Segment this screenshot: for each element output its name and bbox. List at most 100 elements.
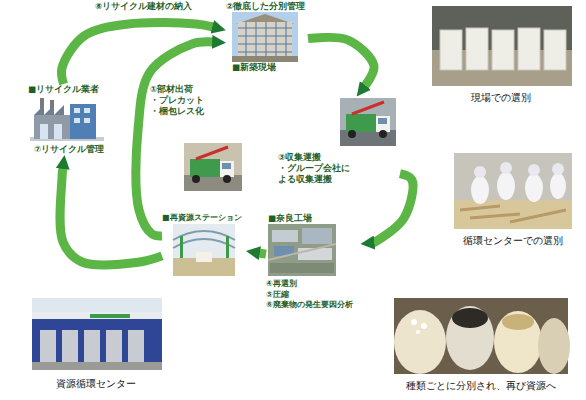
recycler-icon	[84, 118, 90, 123]
center-sorting-photo	[500, 162, 512, 174]
center-sorting-photo	[460, 206, 566, 222]
center-building-photo	[84, 330, 100, 362]
site-photo	[232, 12, 298, 62]
site-photo	[232, 56, 298, 62]
truck-photo	[352, 102, 384, 114]
step-label: ③収集運搬 ・グループ会社による収集運搬	[278, 152, 352, 185]
photo-slot	[266, 224, 361, 276]
photo-node: ■再資源ステーション	[162, 213, 246, 276]
step-label: ■リサイクル業者	[28, 84, 112, 95]
truck-photo	[192, 175, 200, 183]
step-label: ■奈良工場	[268, 213, 361, 224]
center-sorting-photo	[528, 164, 540, 176]
center-building-photo	[32, 312, 162, 362]
center-sorting-photo	[550, 173, 566, 199]
photo-slot	[452, 153, 574, 229]
station-photo	[173, 224, 235, 276]
step-label: ■新築現場	[232, 62, 308, 73]
station-photo	[196, 252, 212, 262]
truck-photo	[378, 118, 387, 124]
step-label: ①部材出荷 ・プレカット ・梱包レス化	[150, 84, 246, 117]
photo-node: 現場での選別	[428, 6, 574, 104]
center-sorting-photo	[454, 200, 572, 229]
center-sorting-photo	[471, 176, 489, 204]
truck-photo	[196, 147, 228, 159]
center-sorting-photo	[474, 166, 486, 178]
photo-slot	[150, 143, 246, 191]
center-sorting-photo	[454, 153, 572, 229]
photo-caption: 現場での選別	[428, 92, 574, 104]
sorted-material-photo	[394, 298, 570, 374]
flow-arrow	[136, 42, 214, 236]
center-building-photo	[32, 362, 162, 370]
center-building-photo	[106, 330, 122, 362]
center-building-photo	[32, 298, 162, 370]
center-building-photo	[32, 298, 162, 370]
sorting-photo	[518, 28, 540, 70]
recycler-icon	[40, 124, 48, 139]
recycler-icon	[30, 98, 104, 141]
factory-photo	[270, 263, 334, 273]
recycler-icon	[74, 108, 80, 113]
photo-caption: 資源循環センター	[28, 378, 164, 390]
truck-photo	[340, 98, 396, 146]
flow-arrow	[60, 168, 162, 265]
truck-photo	[340, 130, 396, 146]
sorted-material-photo	[411, 319, 417, 325]
photo-slot	[428, 6, 574, 86]
truck-photo	[379, 130, 387, 138]
photo-caption: 種類ごとに分別され、再び資源へ	[390, 380, 572, 392]
step-label: ⑦リサイクル管理	[34, 144, 112, 155]
flow-arrow	[308, 37, 374, 86]
site-photo	[232, 12, 298, 62]
photo-node: ③収集運搬 ・グループ会社による収集運搬	[278, 98, 400, 185]
photo-slot	[22, 95, 112, 141]
truck-photo	[190, 159, 220, 177]
photo-slot	[390, 298, 572, 374]
photo-node: ■奈良工場 ④再選別 ⑤圧縮 ⑥廃棄物の発生要因分析	[266, 213, 361, 311]
center-building-photo	[32, 312, 162, 319]
photo-slot	[232, 12, 308, 62]
flow-arrow	[373, 174, 413, 243]
truck-photo	[220, 161, 234, 177]
sorted-material-photo	[421, 323, 427, 329]
factory-photo	[272, 230, 298, 242]
site-photo	[238, 22, 292, 58]
sorted-material-photo	[494, 311, 542, 373]
truck-photo	[222, 163, 231, 169]
sorted-material-photo	[502, 314, 534, 330]
sorted-material-photo	[446, 306, 494, 370]
photo-slot	[28, 298, 164, 370]
recycler-icon	[74, 118, 80, 123]
step-label: ■再資源ステーション	[162, 213, 246, 224]
sorted-material-photo	[394, 310, 446, 374]
sorting-photo	[544, 30, 566, 70]
sorted-material-photo	[538, 318, 570, 374]
center-sorting-photo	[497, 172, 515, 200]
truck-photo	[348, 130, 356, 138]
center-building-photo	[128, 330, 144, 362]
truck-photo	[184, 143, 242, 191]
recycler-icon	[34, 105, 64, 115]
flow-arrow	[62, 22, 214, 84]
center-building-photo	[62, 330, 78, 362]
center-sorting-photo	[454, 153, 572, 229]
truck-photo	[184, 143, 242, 191]
truck-photo	[376, 116, 390, 132]
factory-photo	[268, 224, 336, 276]
photo-slot	[278, 98, 400, 146]
step-label: ④再選別 ⑤圧縮 ⑥廃棄物の発生要因分析	[266, 279, 361, 311]
flow-arrow	[258, 253, 266, 254]
station-photo	[180, 236, 183, 258]
sorting-photo	[466, 28, 488, 70]
site-photo	[238, 22, 292, 58]
truck-photo	[340, 98, 396, 146]
sorting-photo	[432, 6, 572, 86]
recycler-icon	[70, 104, 96, 139]
center-building-photo	[40, 330, 56, 362]
factory-photo	[268, 224, 336, 276]
factory-photo	[268, 244, 336, 260]
